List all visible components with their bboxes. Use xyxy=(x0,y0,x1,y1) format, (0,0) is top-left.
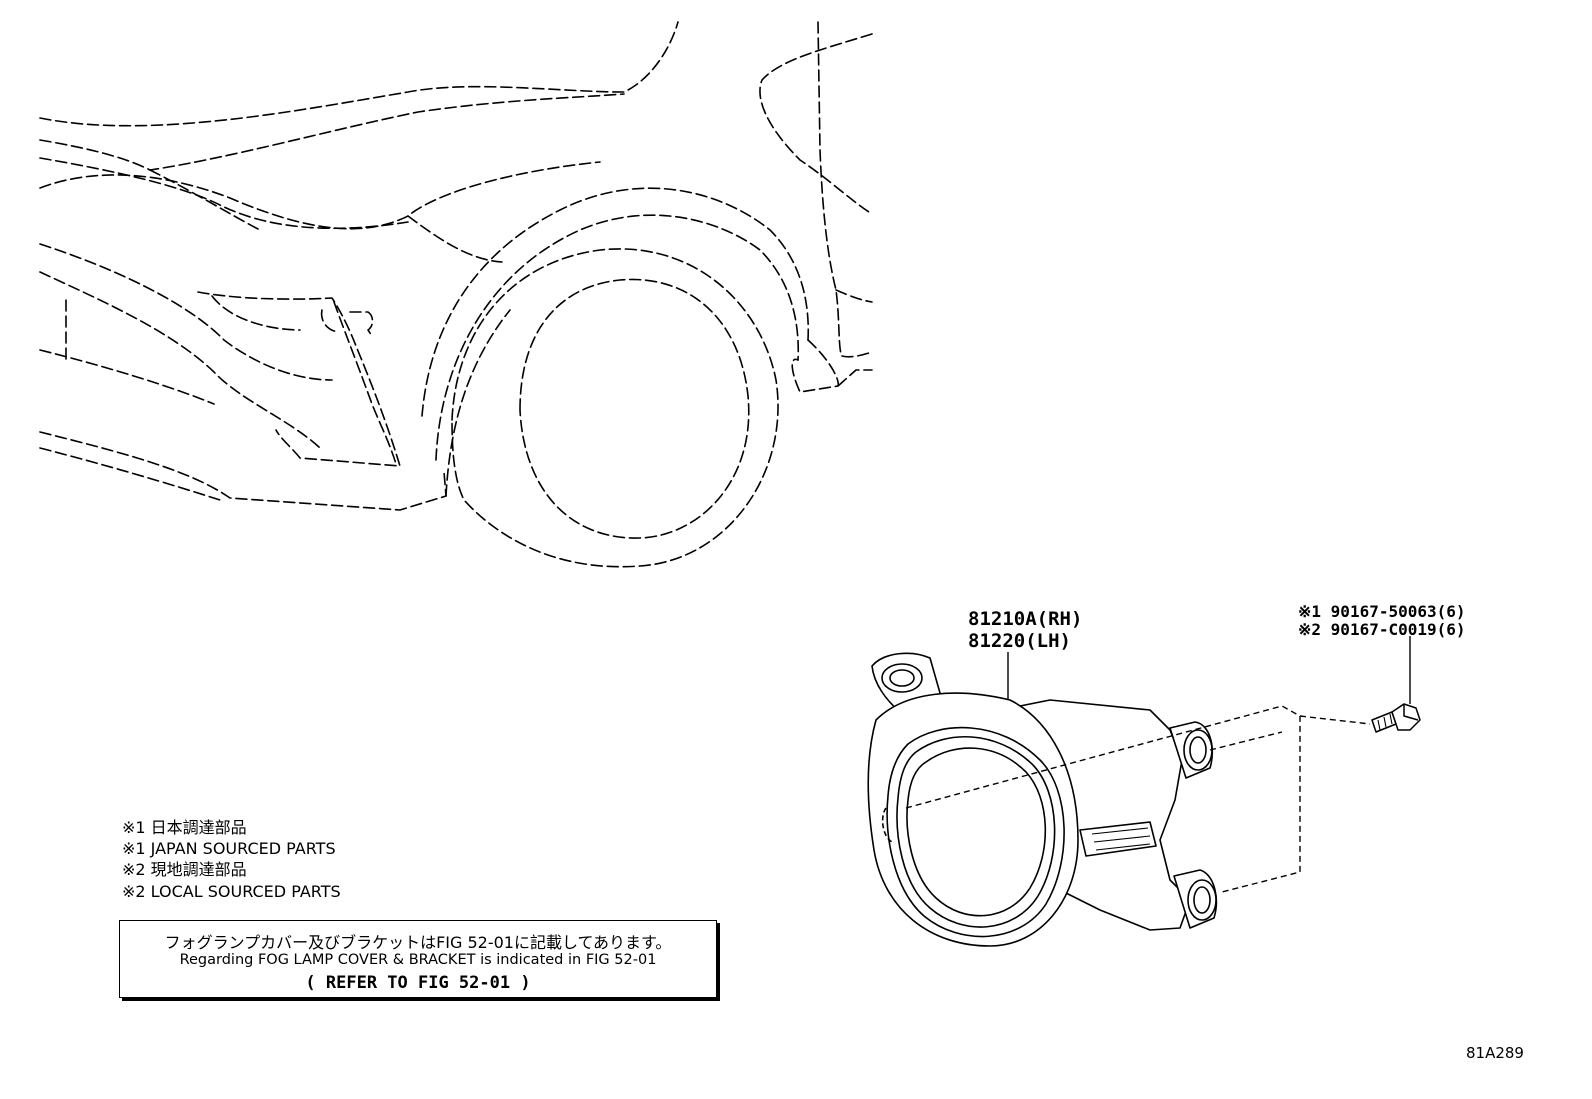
reference-note-box: フォグランプカバー及びブラケットはFIG 52-01に記載してあります。 Reg… xyxy=(119,920,717,998)
figure-code: 81A289 xyxy=(1466,1044,1524,1062)
legend-local-jp: ※2 現地調達部品 xyxy=(122,860,247,879)
legend-japan-jp: ※1 日本調達部品 xyxy=(122,818,247,837)
legend-japan-en: ※1 JAPAN SOURCED PARTS xyxy=(122,839,336,858)
fog-lamp-lh-part-number: 81220(LH) xyxy=(968,630,1071,652)
fog-lamp-rh-part-number: 81210A(RH) xyxy=(968,608,1083,630)
bolt-part-number-local: ※2 90167-C0019(6) xyxy=(1298,620,1466,639)
fog-lamp-assembly xyxy=(867,652,1218,947)
leader-lines xyxy=(905,636,1411,893)
reference-note-fig: ( REFER TO FIG 52-01 ) xyxy=(305,973,531,993)
legend-local-en: ※2 LOCAL SOURCED PARTS xyxy=(122,882,341,901)
vehicle-front-outline xyxy=(39,21,873,568)
bolt xyxy=(1371,703,1421,733)
bolt-part-number-japan: ※1 90167-50063(6) xyxy=(1298,602,1466,621)
reference-note-en: Regarding FOG LAMP COVER & BRACKET is in… xyxy=(179,952,657,968)
reference-note-jp: フォグランプカバー及びブラケットはFIG 52-01に記載してあります。 xyxy=(164,933,672,952)
